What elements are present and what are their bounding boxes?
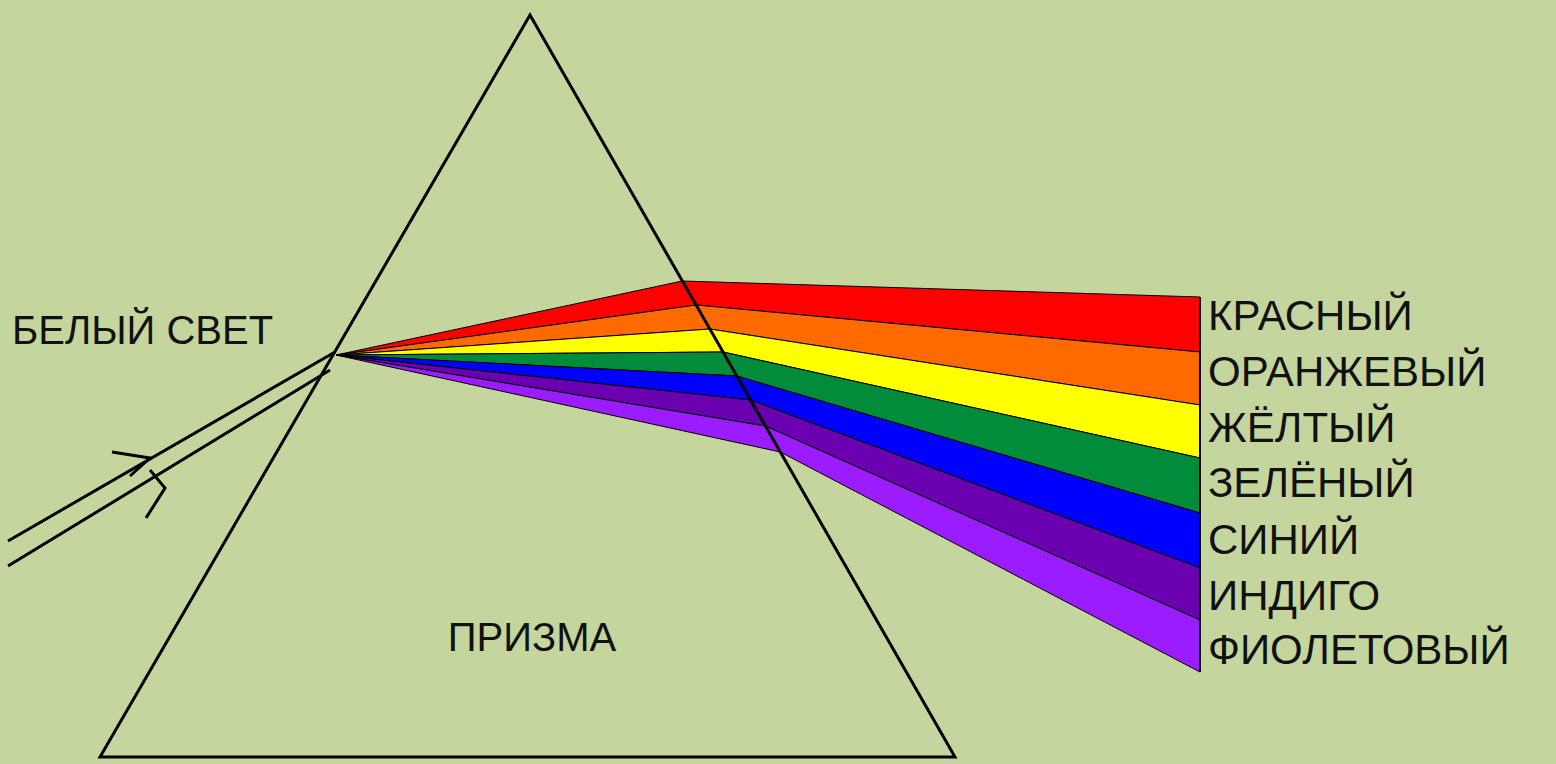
color-label: ЗЕЛЁНЫЙ [1208, 460, 1415, 506]
color-label: КРАСНЫЙ [1208, 293, 1413, 339]
prism-label: ПРИЗМА [448, 615, 616, 659]
band-in-prism [336, 329, 723, 355]
spectrum-band [765, 426, 1200, 672]
color-label: СИНИЙ [1208, 517, 1359, 563]
prism-triangle [100, 15, 955, 757]
white-light-beam [8, 352, 335, 566]
color-label: ОРАНЖЕВЫЙ [1208, 349, 1486, 395]
screen-line [1199, 297, 1201, 672]
color-label: ФИОЛЕТОВЫЙ [1208, 627, 1510, 673]
color-label: ЖЁЛТЫЙ [1208, 405, 1395, 451]
spectrum-band [751, 400, 1200, 620]
band-in-prism [336, 355, 780, 452]
prism: ПРИЗМА [96, 12, 958, 760]
light-label: БЕЛЫЙ СВЕТ [12, 308, 273, 352]
color-label: ИНДИГО [1208, 573, 1380, 619]
spectrum-bands [336, 281, 1200, 672]
